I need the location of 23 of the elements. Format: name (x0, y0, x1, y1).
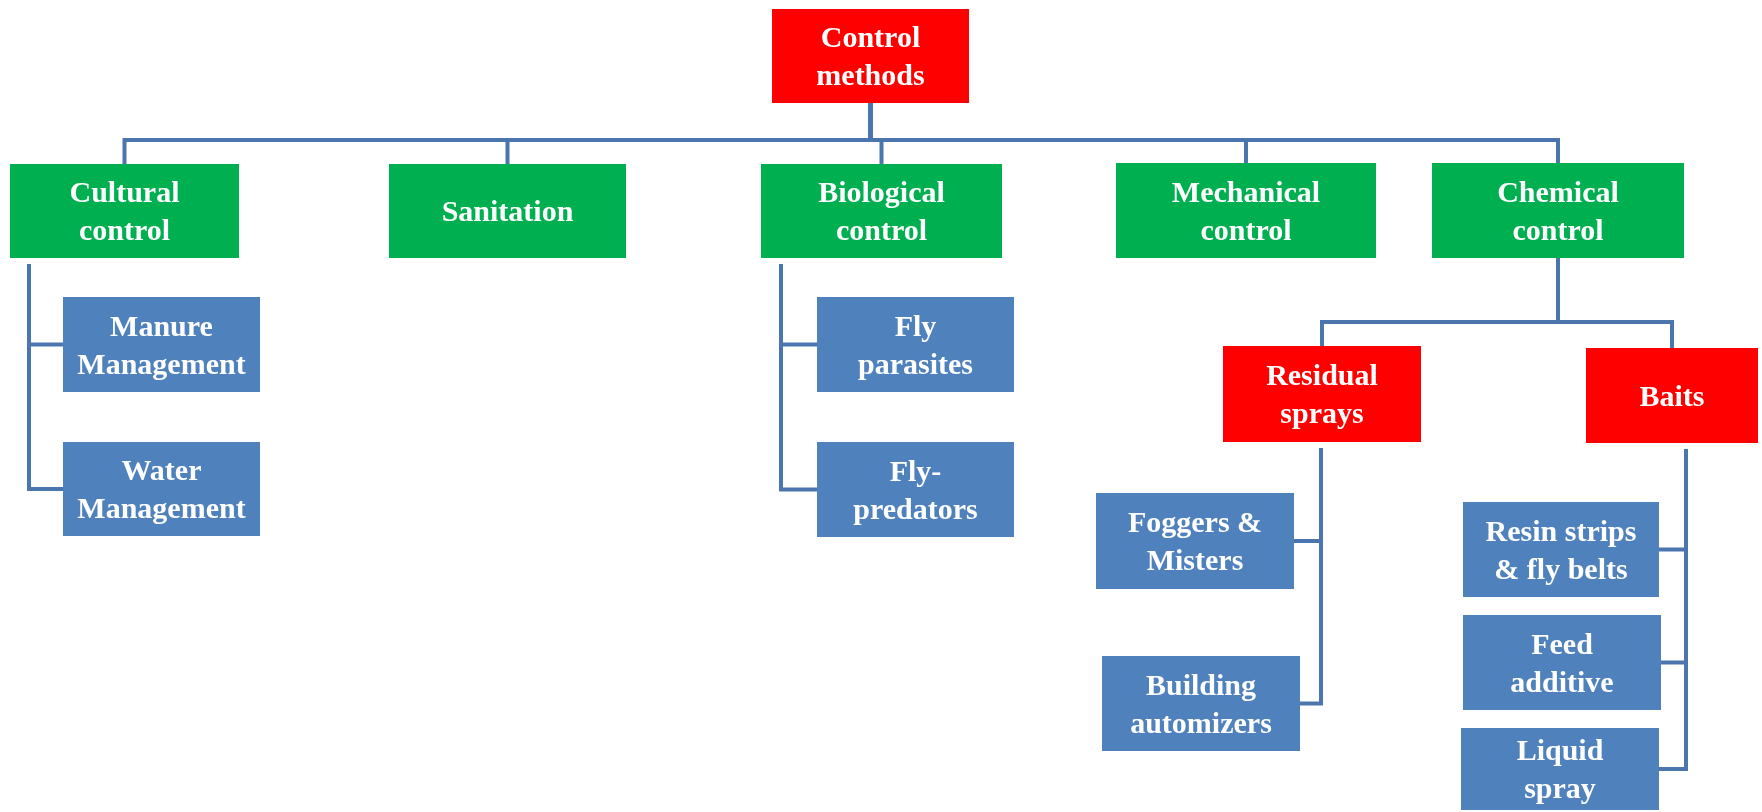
connector-line (1556, 258, 1674, 348)
category-box: Mechanical control (1116, 163, 1376, 258)
heading-box: Baits (1586, 348, 1758, 443)
method-box: Liquid spray (1461, 728, 1659, 810)
connector-line (1300, 448, 1323, 706)
connector-line (27, 264, 63, 491)
category-box: Sanitation (389, 164, 626, 258)
method-box: Fly- predators (817, 442, 1014, 537)
method-box: Fly parasites (817, 297, 1014, 392)
heading-box: Control methods (772, 9, 969, 103)
category-box: Cultural control (10, 164, 239, 258)
method-box: Manure Management (63, 297, 260, 392)
method-box: Foggers & Misters (1096, 493, 1294, 589)
connector-line (779, 264, 817, 492)
connector-line (1659, 449, 1688, 771)
connector-line (868, 103, 1560, 163)
method-box: Feed additive (1463, 615, 1661, 710)
method-box: Water Management (63, 442, 260, 536)
method-box: Building automizers (1102, 656, 1300, 751)
category-box: Chemical control (1432, 163, 1684, 258)
method-box: Resin strips & fly belts (1463, 502, 1659, 597)
heading-box: Residual sprays (1223, 346, 1421, 442)
category-box: Biological control (761, 164, 1002, 258)
